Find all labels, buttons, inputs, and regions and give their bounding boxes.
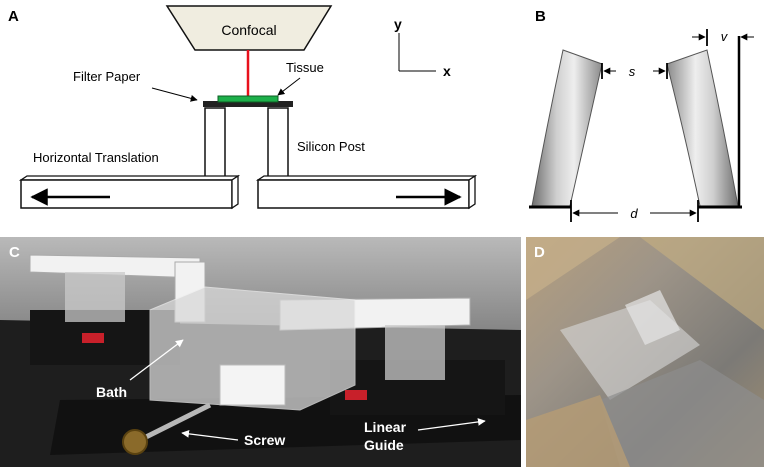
- s-label: s: [629, 64, 636, 79]
- panel-label-c: C: [9, 244, 20, 261]
- bent-post-right: [666, 49, 739, 207]
- bath-arrow: [129, 339, 184, 381]
- screw-rod: [138, 402, 212, 443]
- tissue: [217, 95, 279, 103]
- panel-a: A Confocal y x Filter Paper Tissue Silic…: [8, 5, 478, 210]
- silicon-post-right: [267, 107, 289, 184]
- filter-paper-label: Filter Paper: [73, 69, 141, 84]
- slider-block: [219, 364, 286, 406]
- linear-guide-arrow: [417, 418, 486, 431]
- axis-indicator: y x: [394, 16, 451, 79]
- bath-label: Bath: [96, 384, 127, 400]
- tissue-arrow: [277, 77, 301, 96]
- panel-b: B s v d: [529, 8, 754, 222]
- confocal-label: Confocal: [221, 22, 276, 38]
- horizontal-translation-label: Horizontal Translation: [33, 150, 159, 165]
- bath: [149, 286, 356, 411]
- linear-guide-label-line2: Guide: [364, 437, 404, 453]
- translation-stage-left: [18, 174, 241, 210]
- axis-x-label: x: [443, 63, 451, 79]
- filter-paper: [203, 101, 293, 107]
- panel-label-d: D: [534, 244, 545, 261]
- confocal-microscope: Confocal: [165, 5, 333, 51]
- panel-d-photo: D: [526, 237, 764, 467]
- silicon-post-left: [204, 107, 226, 184]
- tissue-label: Tissue: [286, 60, 324, 75]
- screw-label: Screw: [244, 432, 285, 448]
- screw-knob: [122, 429, 148, 455]
- d-label: d: [630, 206, 638, 221]
- filter-paper-arrow: [151, 87, 198, 102]
- panel-label-a: A: [8, 8, 19, 25]
- linear-guide-label-line1: Linear: [364, 419, 407, 435]
- v-label: v: [721, 29, 729, 44]
- axis-y-label: y: [394, 16, 402, 32]
- translation-stage-right: [255, 174, 478, 210]
- panel-label-b: B: [535, 8, 546, 25]
- panel-c-photo: C Bath Screw Linear Guide: [0, 237, 521, 467]
- silicon-post-label: Silicon Post: [297, 139, 365, 154]
- screw-arrow: [181, 430, 239, 441]
- bent-post-left: [531, 49, 603, 207]
